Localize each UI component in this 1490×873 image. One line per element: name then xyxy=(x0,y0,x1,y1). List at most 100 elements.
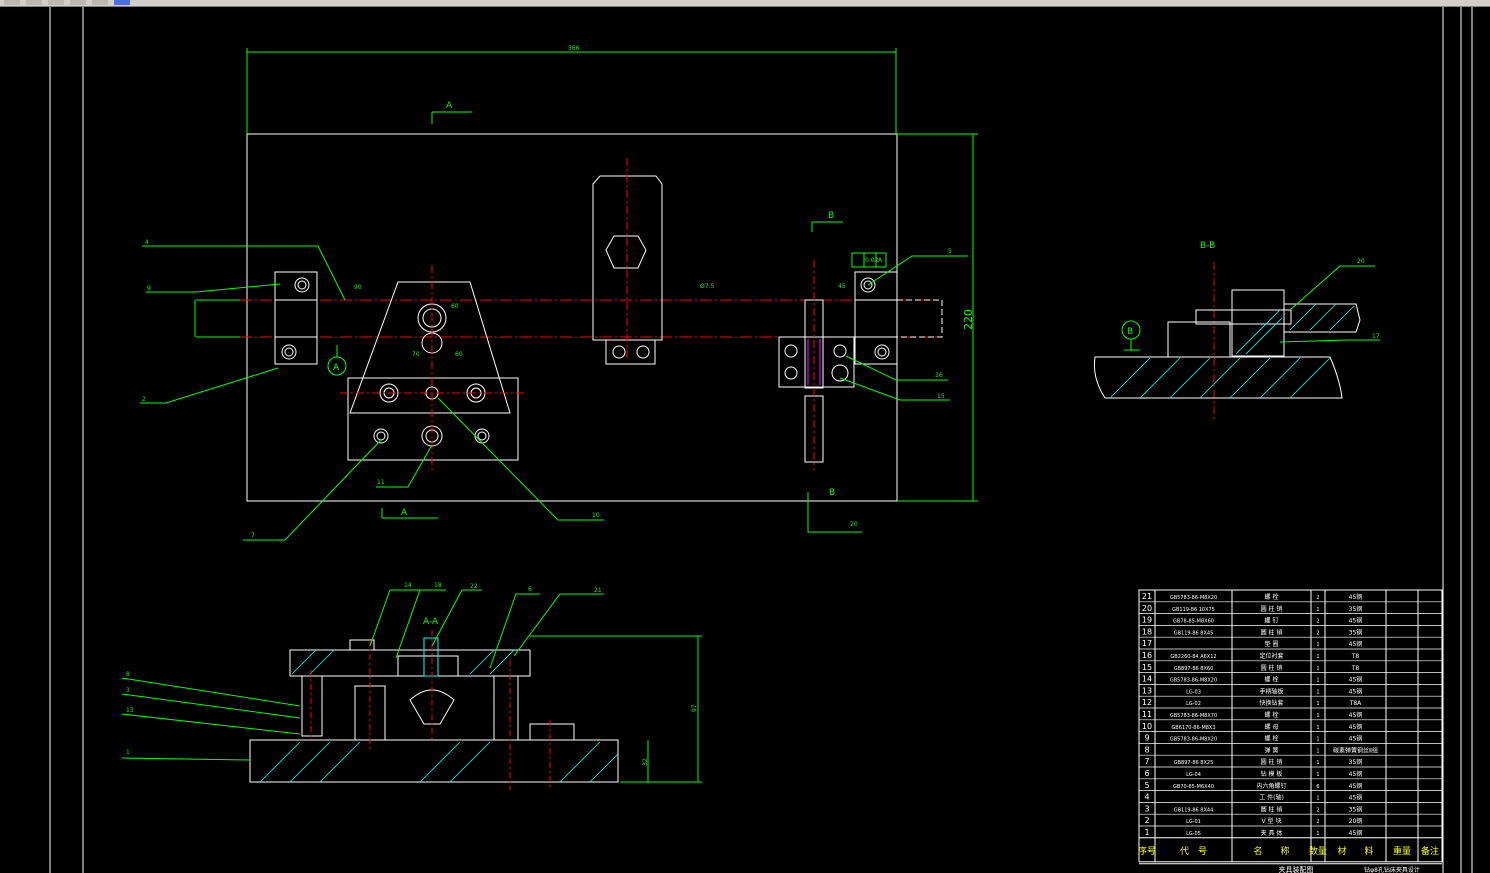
bom-cell-name: 钻 模 板 xyxy=(1261,770,1283,778)
dim-90: 90 xyxy=(354,284,362,291)
bom-cell-code: GB897-86 8X25 xyxy=(1174,760,1214,766)
leader-aa-18: 18 xyxy=(434,582,442,589)
bom-cell-no: 10 xyxy=(1142,722,1152,731)
leader-16: 16 xyxy=(935,372,943,379)
tolerance-value: 0.02 xyxy=(865,257,879,264)
bom-cell-code: LG-03 xyxy=(1186,689,1201,695)
leader-bb-20: 20 xyxy=(1357,258,1365,265)
bom-header-weight: 重量 xyxy=(1393,845,1411,857)
bom-cell-material: 45钢 xyxy=(1349,782,1363,790)
bom-cell-code: GB119-86 8X44 xyxy=(1174,807,1214,813)
bom-cell-name: 工 件(轴) xyxy=(1259,794,1284,802)
dim-dia: Ø7.5 xyxy=(700,283,714,290)
leader-4: 4 xyxy=(145,239,149,246)
tolerance-frame xyxy=(851,252,887,268)
datum-b-label: B xyxy=(1127,327,1133,337)
print-icon[interactable] xyxy=(70,0,86,5)
bom-cell-code: LG-05 xyxy=(1186,831,1201,837)
leader-aa-14: 14 xyxy=(404,582,412,589)
bom-cell-code: LG-01 xyxy=(1186,819,1201,825)
bom-cell-no: 8 xyxy=(1144,745,1149,754)
bom-cell-no: 14 xyxy=(1142,675,1152,684)
bom-cell-no: 16 xyxy=(1142,651,1152,660)
bom-cell-qty: 1 xyxy=(1316,737,1319,743)
leader-aa-21: 21 xyxy=(594,587,602,594)
bom-cell-material: 45钢 xyxy=(1349,723,1363,731)
leader-2: 2 xyxy=(142,396,146,403)
leader-aa-3: 3 xyxy=(126,687,130,694)
dim-aa-32: 32 xyxy=(642,758,649,766)
bom-cell-material: 45钢 xyxy=(1349,735,1363,743)
bom-cell-code: GB6170-86-M8X3 xyxy=(1171,725,1215,731)
bom-cell-code: GB5783-86-M8X20 xyxy=(1170,737,1217,743)
bom-cell-material: 碳素弹簧钢丝Ⅱ组 xyxy=(1333,746,1378,754)
leader-11: 11 xyxy=(377,479,385,486)
drawing-frame xyxy=(49,7,1473,873)
bom-cell-name: 垫 圈 xyxy=(1265,640,1279,648)
bom-cell-qty: 2 xyxy=(1316,819,1319,825)
section-a-marker-bottom: A xyxy=(401,508,408,518)
leader-aa-13: 13 xyxy=(126,707,134,714)
shaft-axis xyxy=(240,299,940,338)
slot-bracket xyxy=(592,175,663,365)
bom-cell-no: 12 xyxy=(1142,698,1152,707)
bom-cell-material: 35钢 xyxy=(1349,628,1363,636)
bom-cell-name: V 型 块 xyxy=(1262,817,1282,825)
bom-cell-code: GB2260-84 A6X12 xyxy=(1170,654,1216,660)
dim-overall-height xyxy=(897,133,978,502)
v-block-left xyxy=(274,271,318,365)
bom-cell-qty: 1 xyxy=(1316,831,1319,837)
bom-cell-material: T8 xyxy=(1351,665,1360,672)
bom-cell-code: GB119-86 8X45 xyxy=(1174,630,1214,636)
bom-cell-no: 18 xyxy=(1142,627,1152,636)
v-block-right xyxy=(854,271,898,365)
bom-cell-name: 螺 栓 xyxy=(1265,711,1279,719)
leader-10: 10 xyxy=(592,512,600,519)
leader-15: 15 xyxy=(937,393,945,400)
undo-icon[interactable] xyxy=(92,0,108,5)
save-icon[interactable] xyxy=(48,0,64,5)
bom-cell-material: 20钢 xyxy=(1349,817,1363,825)
bom-header-qty: 数量 xyxy=(1309,845,1327,857)
bom-cell-qty: 2 xyxy=(1316,807,1319,813)
bom-cell-name: 螺 栓 xyxy=(1265,676,1279,684)
bom-cell-code: GB5783-86-M8X20 xyxy=(1170,678,1217,684)
bom-cell-qty: 2 xyxy=(1316,619,1319,625)
bom-cell-no: 6 xyxy=(1144,769,1149,778)
bom-cell-name: 螺 钉 xyxy=(1265,617,1279,625)
bom-cell-qty: 1 xyxy=(1316,701,1319,707)
dim-overall-width-text: 366 xyxy=(568,45,580,52)
leader-aa-22: 22 xyxy=(470,583,478,590)
bom-cell-name: 圆 柱 销 xyxy=(1261,664,1283,672)
dim-overall-width xyxy=(246,48,897,134)
bom-cell-no: 11 xyxy=(1142,710,1152,719)
new-icon[interactable] xyxy=(4,0,20,5)
dim-overall-height-text: 220 xyxy=(962,309,975,330)
zoom-icon[interactable] xyxy=(114,0,130,5)
section-b-marker-top: B xyxy=(828,211,834,221)
bom-cell-name: 快换钻套 xyxy=(1259,699,1283,707)
drill-plate xyxy=(347,281,519,461)
bom-cell-code: GB5783-86-M8X20 xyxy=(1170,595,1217,601)
bom-cell-qty: 1 xyxy=(1316,725,1319,731)
bom-cell-qty: 2 xyxy=(1316,630,1319,636)
bom-cell-material: 35钢 xyxy=(1349,605,1363,613)
bom-cell-qty: 1 xyxy=(1316,642,1319,648)
section-bb-title: B-B xyxy=(1200,241,1215,251)
open-icon[interactable] xyxy=(26,0,42,5)
bom-cell-material: 45钢 xyxy=(1349,829,1363,837)
base-plate-outline xyxy=(246,133,898,502)
bom-cell-material: 45钢 xyxy=(1349,617,1363,625)
bom-cell-qty: 1 xyxy=(1316,796,1319,802)
leader-bb-17: 17 xyxy=(1372,333,1380,340)
bom-cell-no: 2 xyxy=(1144,816,1149,825)
leader-7: 7 xyxy=(251,532,255,539)
section-a-marker-top: A xyxy=(446,101,453,111)
leader-9: 9 xyxy=(147,285,151,292)
title-block-text: 夹具装配图 xyxy=(1279,865,1314,873)
dim-aa-97: 97 xyxy=(691,704,698,712)
bom-cell-no: 20 xyxy=(1142,604,1152,613)
bom-header-no: 序号 xyxy=(1138,845,1156,857)
